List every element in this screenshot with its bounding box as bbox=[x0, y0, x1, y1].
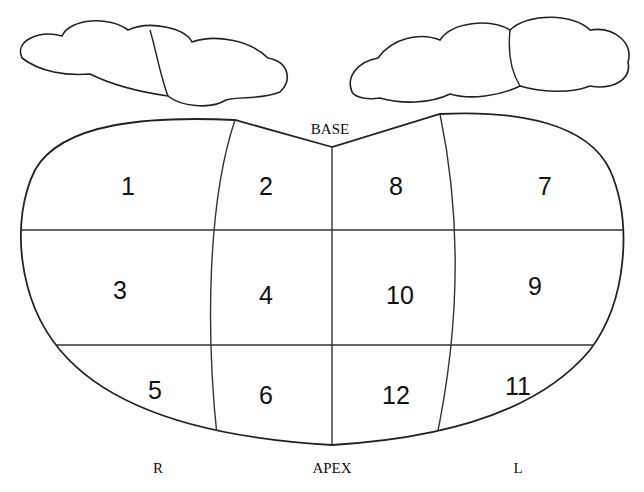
callout-number: 1 bbox=[121, 174, 135, 199]
callout-number: 8 bbox=[389, 174, 403, 199]
region-divider bbox=[331, 147, 332, 445]
side-label: R bbox=[153, 461, 163, 476]
callout-number: 9 bbox=[528, 274, 542, 299]
callout-number: 10 bbox=[386, 283, 414, 308]
region-divider bbox=[0, 229, 644, 230]
vesicle-outline bbox=[350, 17, 629, 102]
callout-number: 3 bbox=[113, 278, 127, 303]
region-divider bbox=[211, 120, 235, 445]
organ-outline bbox=[21, 113, 624, 445]
region-label: APEX bbox=[312, 461, 351, 476]
region-divider bbox=[435, 114, 455, 445]
region-divider bbox=[0, 344, 644, 345]
side-label: L bbox=[513, 461, 522, 476]
vesicle-divider bbox=[150, 30, 168, 96]
vesicle-divider bbox=[509, 30, 520, 86]
callout-number: 7 bbox=[538, 174, 552, 199]
callout-number: 2 bbox=[259, 174, 273, 199]
callout-number: 6 bbox=[259, 383, 273, 408]
region-label: BASE bbox=[311, 122, 349, 137]
callout-number: 11 bbox=[505, 374, 531, 399]
vesicle-outline bbox=[21, 21, 288, 106]
callout-number: 12 bbox=[382, 383, 410, 408]
callout-number: 4 bbox=[259, 283, 273, 308]
callout-number: 5 bbox=[148, 378, 162, 403]
